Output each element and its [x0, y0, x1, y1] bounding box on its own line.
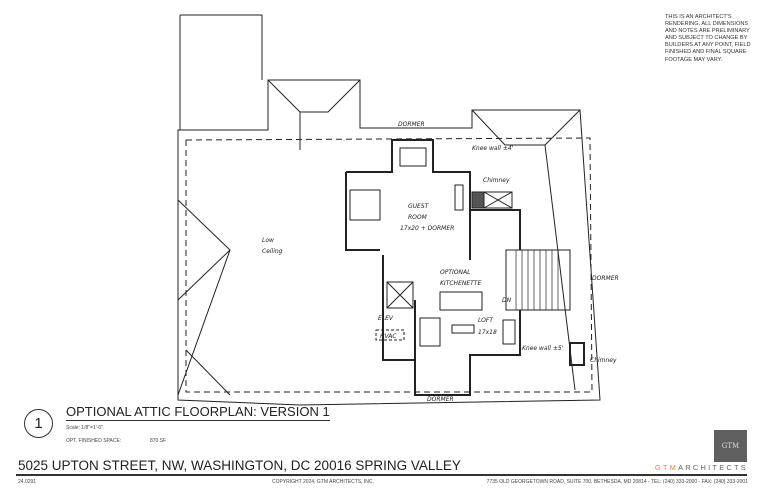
- handwritten-labels: DORMER Knee wall ±4' Chimney GUEST ROOM …: [262, 121, 619, 403]
- gtm-logo: GTM: [714, 430, 747, 462]
- label-room: ROOM: [408, 214, 428, 221]
- closet: [454, 184, 464, 211]
- loft-table: [451, 324, 475, 334]
- elevator: [386, 281, 414, 309]
- dormer-roof-left: [267, 79, 361, 150]
- disclaimer-note: THIS IS AN ARCHITECT'S RENDERING, ALL DI…: [665, 14, 751, 63]
- label-guest: GUEST: [408, 203, 430, 210]
- label-ceiling: Ceiling: [262, 248, 283, 255]
- loft-walls: [382, 255, 521, 396]
- brand-accent: GTM: [654, 463, 679, 472]
- label-dn: DN: [502, 297, 512, 304]
- stairs: [505, 249, 571, 311]
- label-kitchenette: KITCHENETTE: [440, 280, 481, 287]
- firm-contact: 7735 OLD GEORGETOWN ROAD, SUITE 700, BET…: [486, 479, 748, 485]
- drawing-scale: Scale: 1/8"=1'-0": [66, 425, 103, 431]
- label-knee-wall-top: Knee wall ±4': [472, 145, 514, 152]
- bed: [349, 189, 381, 221]
- label-elev: ELEV: [378, 315, 394, 322]
- label-loft: LOFT: [478, 317, 494, 324]
- label-chimney-right: Chimney: [590, 357, 617, 364]
- label-dormer-right: DORMER: [592, 275, 619, 282]
- label-hvac: HVAC: [380, 333, 397, 340]
- finished-space-value: 870 SF: [150, 438, 167, 444]
- job-number: 24.0291: [18, 479, 37, 485]
- loft-chair: [419, 317, 441, 347]
- label-guest-size: 17x20 + DORMER: [400, 225, 454, 232]
- tower-outline: [179, 14, 263, 130]
- chimney-right: [569, 342, 585, 366]
- copyright: COPYRIGHT 2024, GTM ARCHITECTS, INC.: [272, 479, 374, 485]
- kitchenette-counter: [439, 291, 483, 311]
- brand-name: GTMARCHITECTS: [655, 463, 748, 472]
- label-chimney-inner: Chimney: [483, 177, 510, 184]
- chimney-inner: [471, 191, 485, 209]
- dormer-desk: [399, 147, 427, 167]
- project-address: 5025 UPTON STREET, NW, WASHINGTON, DC 20…: [18, 458, 461, 473]
- label-low: Low: [262, 237, 274, 244]
- hvac-unit: [375, 329, 405, 341]
- roof-outline: [177, 79, 601, 406]
- label-dormer-top: DORMER: [398, 121, 425, 128]
- hip-lines: [177, 199, 231, 396]
- dormer-roof-right: [471, 109, 581, 146]
- label-loft-size: 17x18: [478, 329, 497, 336]
- drawing-title: OPTIONAL ATTIC FLOORPLAN: VERSION 1: [66, 404, 330, 421]
- label-knee-wall-bottom: Knee wall ±5': [522, 345, 564, 352]
- label-dormer-bottom: DORMER: [427, 396, 454, 403]
- shower: [483, 191, 513, 209]
- label-optional: OPTIONAL: [440, 269, 470, 276]
- loft-cabinet: [502, 319, 516, 345]
- footer-divider: [16, 474, 747, 476]
- guest-room-walls: [345, 139, 521, 260]
- finished-space-label: OPT. FINISHED SPACE:: [66, 438, 122, 444]
- roof-outline-inner: [185, 137, 593, 393]
- brand-rest: ARCHITECTS: [678, 463, 748, 472]
- drawing-number: 1: [24, 409, 53, 438]
